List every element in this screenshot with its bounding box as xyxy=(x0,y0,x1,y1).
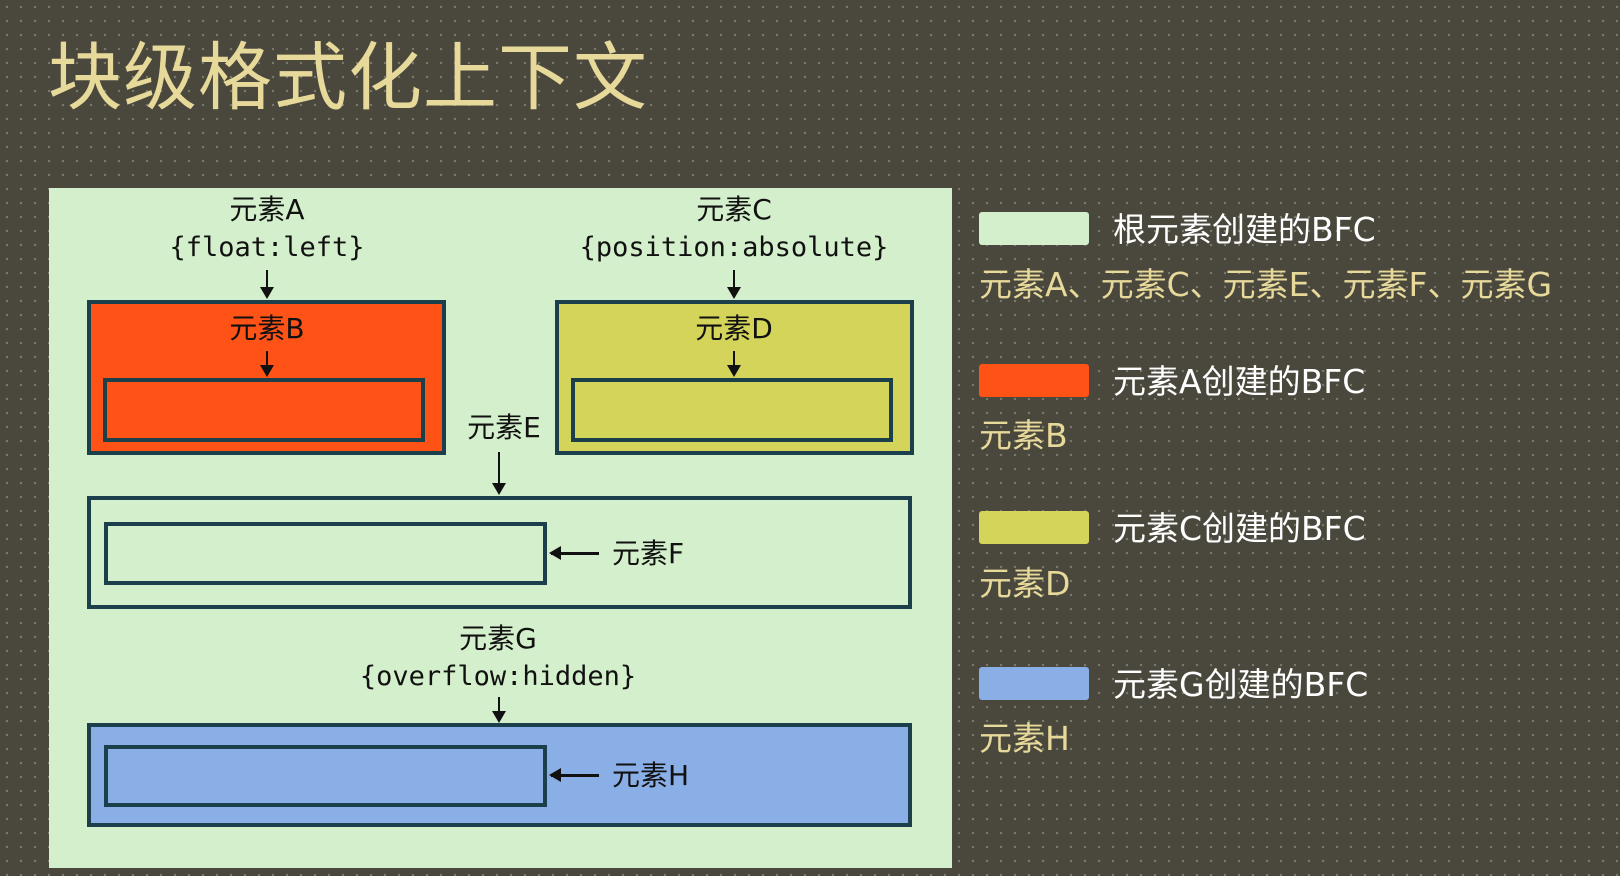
element-c-style: {position:absolute} xyxy=(579,232,889,263)
arrow-to-element-b xyxy=(260,351,274,377)
legend-swatch-element-a-bfc xyxy=(979,364,1089,397)
arrow-to-element-c xyxy=(727,270,741,299)
element-f-label: 元素F xyxy=(612,537,685,570)
legend-title-element-a-bfc: 元素A创建的BFC xyxy=(1113,362,1366,401)
arrow-to-element-a xyxy=(260,270,274,299)
element-b-label: 元素B xyxy=(229,312,305,345)
element-d-box xyxy=(571,378,893,442)
legend-members-element-g-bfc: 元素H xyxy=(979,719,1070,758)
legend-members-root-bfc: 元素A、元素C、元素E、元素F、元素G xyxy=(979,265,1553,304)
element-h-label: 元素H xyxy=(612,759,690,792)
element-b-box xyxy=(103,378,425,442)
element-a-style: {float:left} xyxy=(169,232,365,263)
legend-swatch-element-g-bfc xyxy=(979,667,1089,700)
element-e-label: 元素E xyxy=(467,411,541,444)
arrow-to-element-g xyxy=(492,697,506,723)
arrow-to-element-h xyxy=(549,768,599,782)
legend-title-element-c-bfc: 元素C创建的BFC xyxy=(1113,509,1366,548)
element-h-box xyxy=(104,745,547,807)
element-g-label: 元素G xyxy=(459,622,537,655)
element-f-box xyxy=(104,522,547,585)
legend-title-element-g-bfc: 元素G创建的BFC xyxy=(1113,665,1369,704)
legend-title-root-bfc: 根元素创建的BFC xyxy=(1113,210,1376,249)
element-d-label: 元素D xyxy=(695,312,773,345)
legend-swatch-element-c-bfc xyxy=(979,511,1089,544)
element-g-style: {overflow:hidden} xyxy=(359,661,637,692)
arrow-to-element-d xyxy=(727,351,741,377)
slide-title: 块级格式化上下文 xyxy=(48,35,648,121)
legend-members-element-c-bfc: 元素D xyxy=(979,564,1071,603)
arrow-to-element-e xyxy=(492,452,506,495)
legend-swatch-root-bfc xyxy=(979,212,1089,245)
legend-members-element-a-bfc: 元素B xyxy=(979,416,1068,455)
element-a-label: 元素A xyxy=(229,193,305,226)
element-c-label: 元素C xyxy=(696,193,772,226)
element-e-box xyxy=(87,496,912,609)
arrow-to-element-f xyxy=(549,546,599,560)
